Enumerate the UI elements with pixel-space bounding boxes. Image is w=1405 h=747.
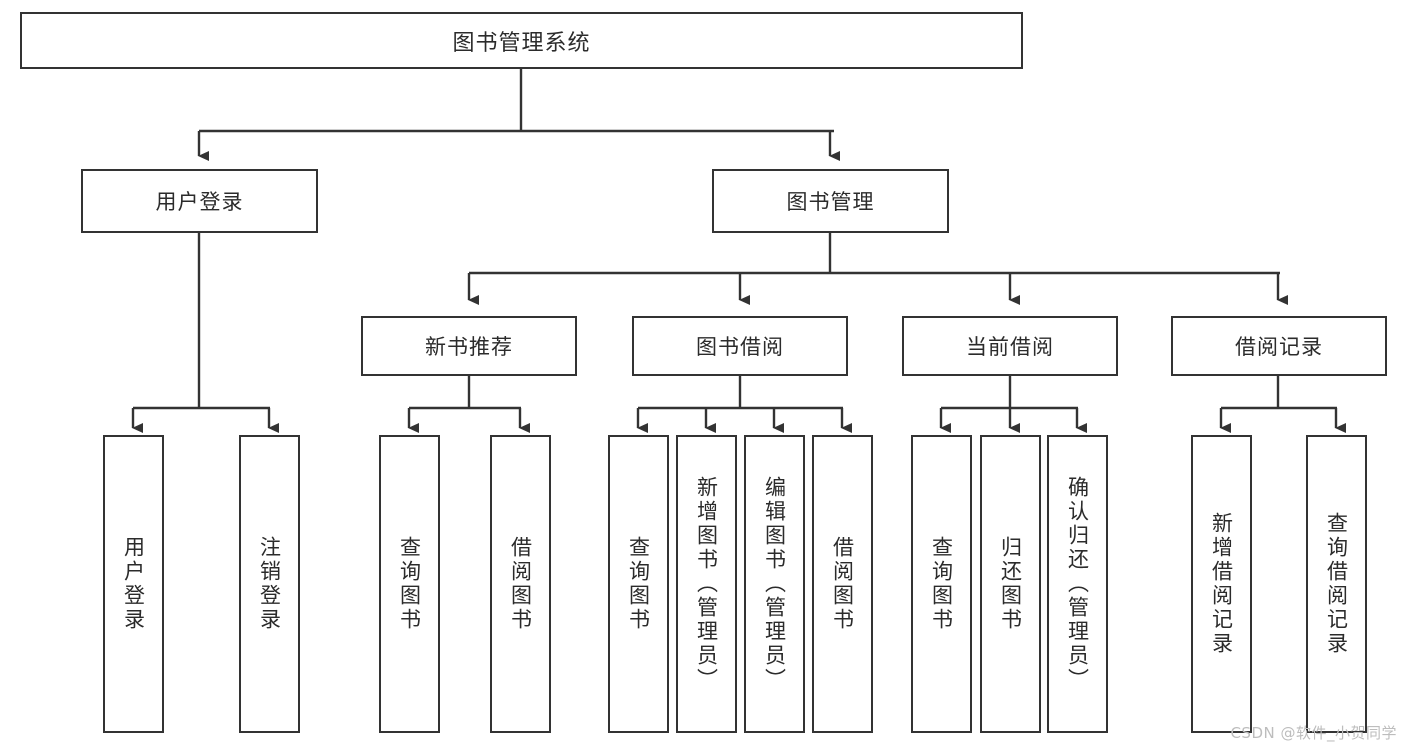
leaf-label: 注销登录	[257, 536, 282, 632]
leaf-record-query[interactable]: 查询借阅记录	[1306, 435, 1367, 733]
leaf-label: 新增借阅记录	[1209, 512, 1234, 656]
node-book-management[interactable]: 图书管理	[712, 169, 949, 233]
watermark: CSDN @软件_小贺同学	[1230, 724, 1397, 742]
leaf-label: 查询图书	[929, 536, 954, 632]
leaf-label: 用户登录	[121, 536, 146, 632]
leaf-record-add[interactable]: 新增借阅记录	[1191, 435, 1252, 733]
leaf-label: 归还图书	[998, 536, 1023, 632]
leaf-borrow-edit-book-admin[interactable]: 编辑图书（管理员）	[744, 435, 805, 733]
leaf-borrow-add-book-admin[interactable]: 新增图书（管理员）	[676, 435, 737, 733]
leaf-label: 查询借阅记录	[1324, 512, 1349, 656]
leaf-current-confirm-return-admin[interactable]: 确认归还（管理员）	[1047, 435, 1108, 733]
node-new-book-recommend[interactable]: 新书推荐	[361, 316, 577, 376]
node-book-borrow[interactable]: 图书借阅	[632, 316, 848, 376]
leaf-label: 确认归还（管理员）	[1065, 476, 1090, 692]
node-current-borrow[interactable]: 当前借阅	[902, 316, 1118, 376]
leaf-new-book-query[interactable]: 查询图书	[379, 435, 440, 733]
leaf-current-query-book[interactable]: 查询图书	[911, 435, 972, 733]
leaf-label: 新增图书（管理员）	[694, 476, 719, 692]
leaf-label: 借阅图书	[508, 536, 533, 632]
leaf-label: 借阅图书	[830, 536, 855, 632]
leaf-new-book-borrow[interactable]: 借阅图书	[490, 435, 551, 733]
leaf-borrow-borrow-book[interactable]: 借阅图书	[812, 435, 873, 733]
leaf-current-return-book[interactable]: 归还图书	[980, 435, 1041, 733]
node-user-login[interactable]: 用户登录	[81, 169, 318, 233]
leaf-label: 查询图书	[397, 536, 422, 632]
leaf-label: 编辑图书（管理员）	[762, 476, 787, 692]
leaf-label: 查询图书	[626, 536, 651, 632]
node-root[interactable]: 图书管理系统	[20, 12, 1023, 69]
leaf-user-login-login[interactable]: 用户登录	[103, 435, 164, 733]
node-borrow-record[interactable]: 借阅记录	[1171, 316, 1387, 376]
leaf-borrow-query-book[interactable]: 查询图书	[608, 435, 669, 733]
leaf-user-login-logout[interactable]: 注销登录	[239, 435, 300, 733]
